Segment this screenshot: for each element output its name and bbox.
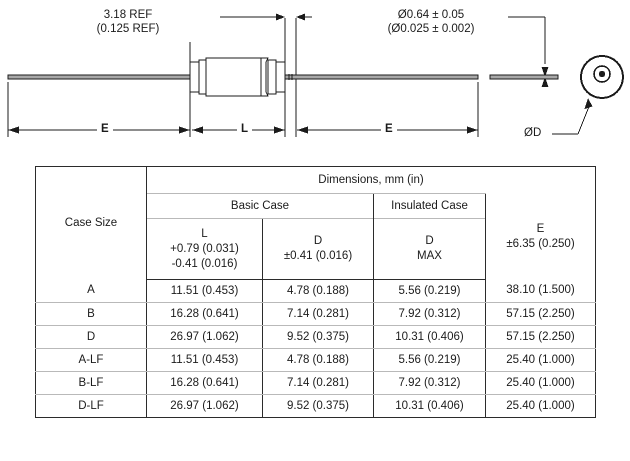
- header-col-e: E ±6.35 (0.250): [485, 193, 596, 280]
- cell-basic-d: 4.78 (0.188): [262, 279, 374, 303]
- header-group-basic-case: Basic Case: [146, 193, 374, 219]
- drawing-svg: [7, 13, 624, 137]
- cell-basic-l: 11.51 (0.453): [146, 279, 263, 303]
- cell-case-size: D-LF: [35, 394, 147, 418]
- cell-case-size: B-LF: [35, 371, 147, 395]
- cell-e: 25.40 (1.000): [485, 371, 596, 395]
- dim-arrow-l-start: [192, 126, 203, 134]
- cell-basic-l: 11.51 (0.453): [146, 348, 263, 372]
- body-barrel: [205, 57, 262, 97]
- component-outline-drawing: 3.18 REF (0.125 REF) Ø0.64 ± 0.05 (Ø0.02…: [0, 0, 630, 160]
- dimension-label-e-left: E: [97, 123, 113, 135]
- dimension-label-od: ØD: [524, 127, 542, 139]
- cell-basic-d: 7.14 (0.281): [262, 371, 374, 395]
- header-col-insulated-d: D MAX: [373, 218, 486, 280]
- cell-basic-d: 4.78 (0.188): [262, 348, 374, 372]
- body-cathode-band: [275, 61, 286, 93]
- cell-basic-l: 16.28 (0.641): [146, 302, 263, 326]
- cell-e: 25.40 (1.000): [485, 394, 596, 418]
- lead-diameter-callout: Ø0.64 ± 0.05 (Ø0.025 ± 0.002): [336, 8, 526, 36]
- header-col-e-tolerance: ±6.35 (0.250): [506, 237, 575, 250]
- cell-insulated-d: 5.56 (0.219): [373, 279, 486, 303]
- header-col-insulated-d-max: MAX: [417, 250, 442, 262]
- body-shoulder-right: [260, 57, 269, 97]
- cell-e: 38.10 (1.500): [485, 279, 596, 303]
- header-dimensions-title: Dimensions, mm (in): [146, 166, 596, 194]
- dimensions-table: Case Size Dimensions, mm (in) Basic Case…: [35, 166, 596, 418]
- lead-diameter-inch: (Ø0.025 ± 0.002): [387, 23, 475, 35]
- cell-basic-l: 26.97 (1.062): [146, 394, 263, 418]
- cell-basic-l: 16.28 (0.641): [146, 371, 263, 395]
- ref-arrow-right: [296, 13, 305, 21]
- header-col-basic-d: D ±0.41 (0.016): [262, 218, 374, 280]
- ref-arrow-left: [276, 13, 285, 21]
- dimension-label-e-right: E: [381, 123, 397, 135]
- cell-basic-d: 9.52 (0.375): [262, 325, 374, 349]
- header-col-e-symbol: E: [536, 222, 545, 235]
- cell-case-size: A-LF: [35, 348, 147, 372]
- ref-dimension-inch: (0.125 REF): [96, 23, 160, 35]
- cell-e: 57.15 (2.250): [485, 302, 596, 326]
- header-col-basic-l: L +0.79 (0.031) -0.41 (0.016): [146, 218, 263, 280]
- body-end-cap-right: [267, 59, 277, 95]
- cell-insulated-d: 5.56 (0.219): [373, 348, 486, 372]
- dim-arrow-l-end: [274, 126, 285, 134]
- header-case-size: Case Size: [35, 166, 147, 280]
- cell-basic-d: 7.14 (0.281): [262, 302, 374, 326]
- cell-case-size: D: [35, 325, 147, 349]
- cell-insulated-d: 10.31 (0.406): [373, 325, 486, 349]
- table-header-row-title: Case Size Dimensions, mm (in): [35, 166, 596, 280]
- cell-e: 57.15 (2.250): [485, 325, 596, 349]
- cell-e: 25.40 (1.000): [485, 348, 596, 372]
- body-shoulder-left: [198, 59, 207, 95]
- dim-arrow-e-right-start: [297, 126, 308, 134]
- lead-wire-left: [7, 74, 192, 80]
- cell-insulated-d: 7.92 (0.312): [373, 371, 486, 395]
- od-leader-arrow: [584, 98, 593, 109]
- table-header-row-symbols: L +0.79 (0.031) -0.41 (0.016) D ±0.41 (0…: [36, 218, 596, 280]
- header-group-insulated-case: Insulated Case: [373, 193, 486, 219]
- lead-dia-arrow-up: [541, 77, 549, 87]
- cell-basic-l: 26.97 (1.062): [146, 325, 263, 349]
- cell-case-size: A: [35, 279, 147, 303]
- cell-case-size: B: [35, 302, 147, 326]
- lead-wire-right: [284, 74, 479, 80]
- header-col-basic-l-symbol: L: [201, 227, 208, 240]
- body-end-cap-left: [189, 61, 200, 93]
- ref-dimension-mm: 3.18 REF: [103, 9, 153, 21]
- header-col-basic-d-symbol: D: [313, 235, 323, 247]
- dim-arrow-e-left-start: [8, 126, 19, 134]
- dim-arrow-e-left-end: [179, 126, 190, 134]
- end-view-lead-dot: [598, 70, 606, 78]
- lead-dia-arrow-down: [541, 67, 549, 77]
- dimension-label-l: L: [237, 123, 253, 135]
- cell-insulated-d: 7.92 (0.312): [373, 302, 486, 326]
- header-col-basic-l-tol2: -0.41 (0.016): [171, 257, 238, 270]
- cell-basic-d: 9.52 (0.375): [262, 394, 374, 418]
- header-col-basic-l-tol1: +0.79 (0.031): [170, 242, 239, 255]
- cell-insulated-d: 10.31 (0.406): [373, 394, 486, 418]
- header-col-insulated-d-symbol: D: [425, 235, 434, 247]
- header-col-basic-d-tol1: ±0.41 (0.016): [283, 250, 353, 262]
- lead-wire-stub: [489, 74, 559, 80]
- table-header-row-groups: Basic Case Insulated Case E ±6.35 (0.250…: [36, 193, 596, 280]
- lead-diameter-mm: Ø0.64 ± 0.05: [397, 9, 465, 21]
- ref-dimension-callout: 3.18 REF (0.125 REF): [58, 8, 198, 36]
- dim-arrow-e-right-end: [467, 126, 478, 134]
- od-leader-diagonal: [577, 103, 591, 135]
